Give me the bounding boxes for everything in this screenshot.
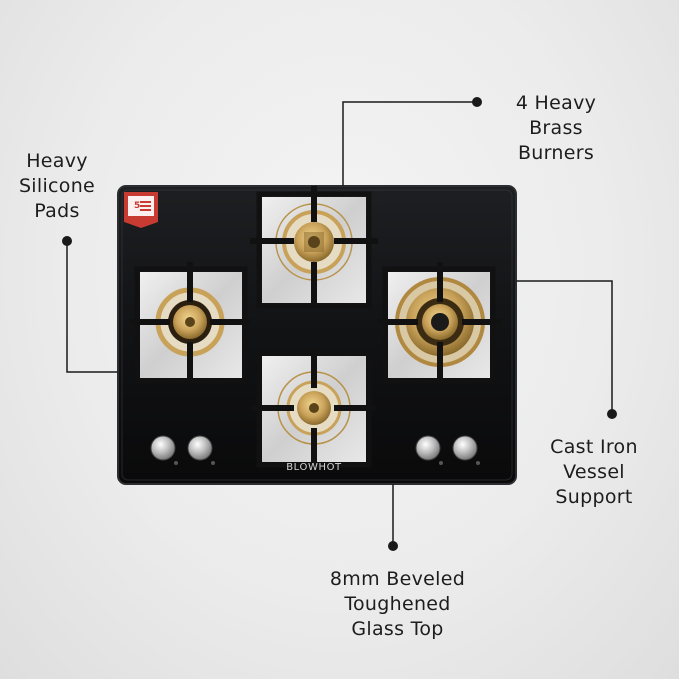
- callout-lines: [62, 97, 617, 551]
- brand-logo: BLOWHOT: [286, 462, 342, 473]
- burner-top: [250, 186, 378, 309]
- leader-dot-pads: [62, 236, 72, 246]
- callout-silicone-pads: Heavy Silicone Pads: [8, 149, 106, 224]
- leader-dot-support: [607, 409, 617, 419]
- control-knob: [415, 435, 443, 465]
- control-knob: [150, 435, 178, 465]
- control-knob: [187, 435, 215, 465]
- warranty-badge: 5: [124, 192, 158, 228]
- callout-line-text: Burners: [517, 142, 595, 164]
- callout-line-text: Glass Top: [351, 618, 444, 640]
- callout-line-text: 4 Heavy: [515, 92, 597, 114]
- callout-vessel-support: Cast Iron Vessel Support: [534, 435, 654, 510]
- callout-line-text: 8mm Beveled: [329, 568, 466, 590]
- callout-line-text: Heavy: [26, 150, 88, 172]
- cooktop: 5: [117, 185, 517, 485]
- control-knob: [452, 435, 480, 465]
- callout-line-text: Support: [555, 486, 633, 508]
- burner-right: [378, 262, 502, 384]
- callout-line-text: Silicone: [18, 175, 96, 197]
- callout-line-text: Pads: [34, 200, 80, 222]
- warranty-badge-number: 5: [134, 201, 140, 211]
- leader-dot-glass: [388, 541, 398, 551]
- leader-line-burners: [342, 101, 477, 186]
- burner-bottom: [252, 348, 376, 468]
- leader-line-pads: [66, 241, 118, 373]
- callout-line-text: Vessel: [563, 461, 625, 483]
- burner-left: [130, 262, 250, 384]
- callout-line-text: Toughened: [344, 593, 451, 615]
- callout-glass-top: 8mm Beveled Toughened Glass Top: [300, 567, 495, 642]
- leader-line-support: [516, 280, 613, 414]
- callout-line-text: Brass: [529, 117, 583, 139]
- leader-dot-burners: [472, 97, 482, 107]
- callout-brass-burners: 4 Heavy Brass Burners: [497, 91, 615, 166]
- callout-line-text: Cast Iron: [550, 436, 638, 458]
